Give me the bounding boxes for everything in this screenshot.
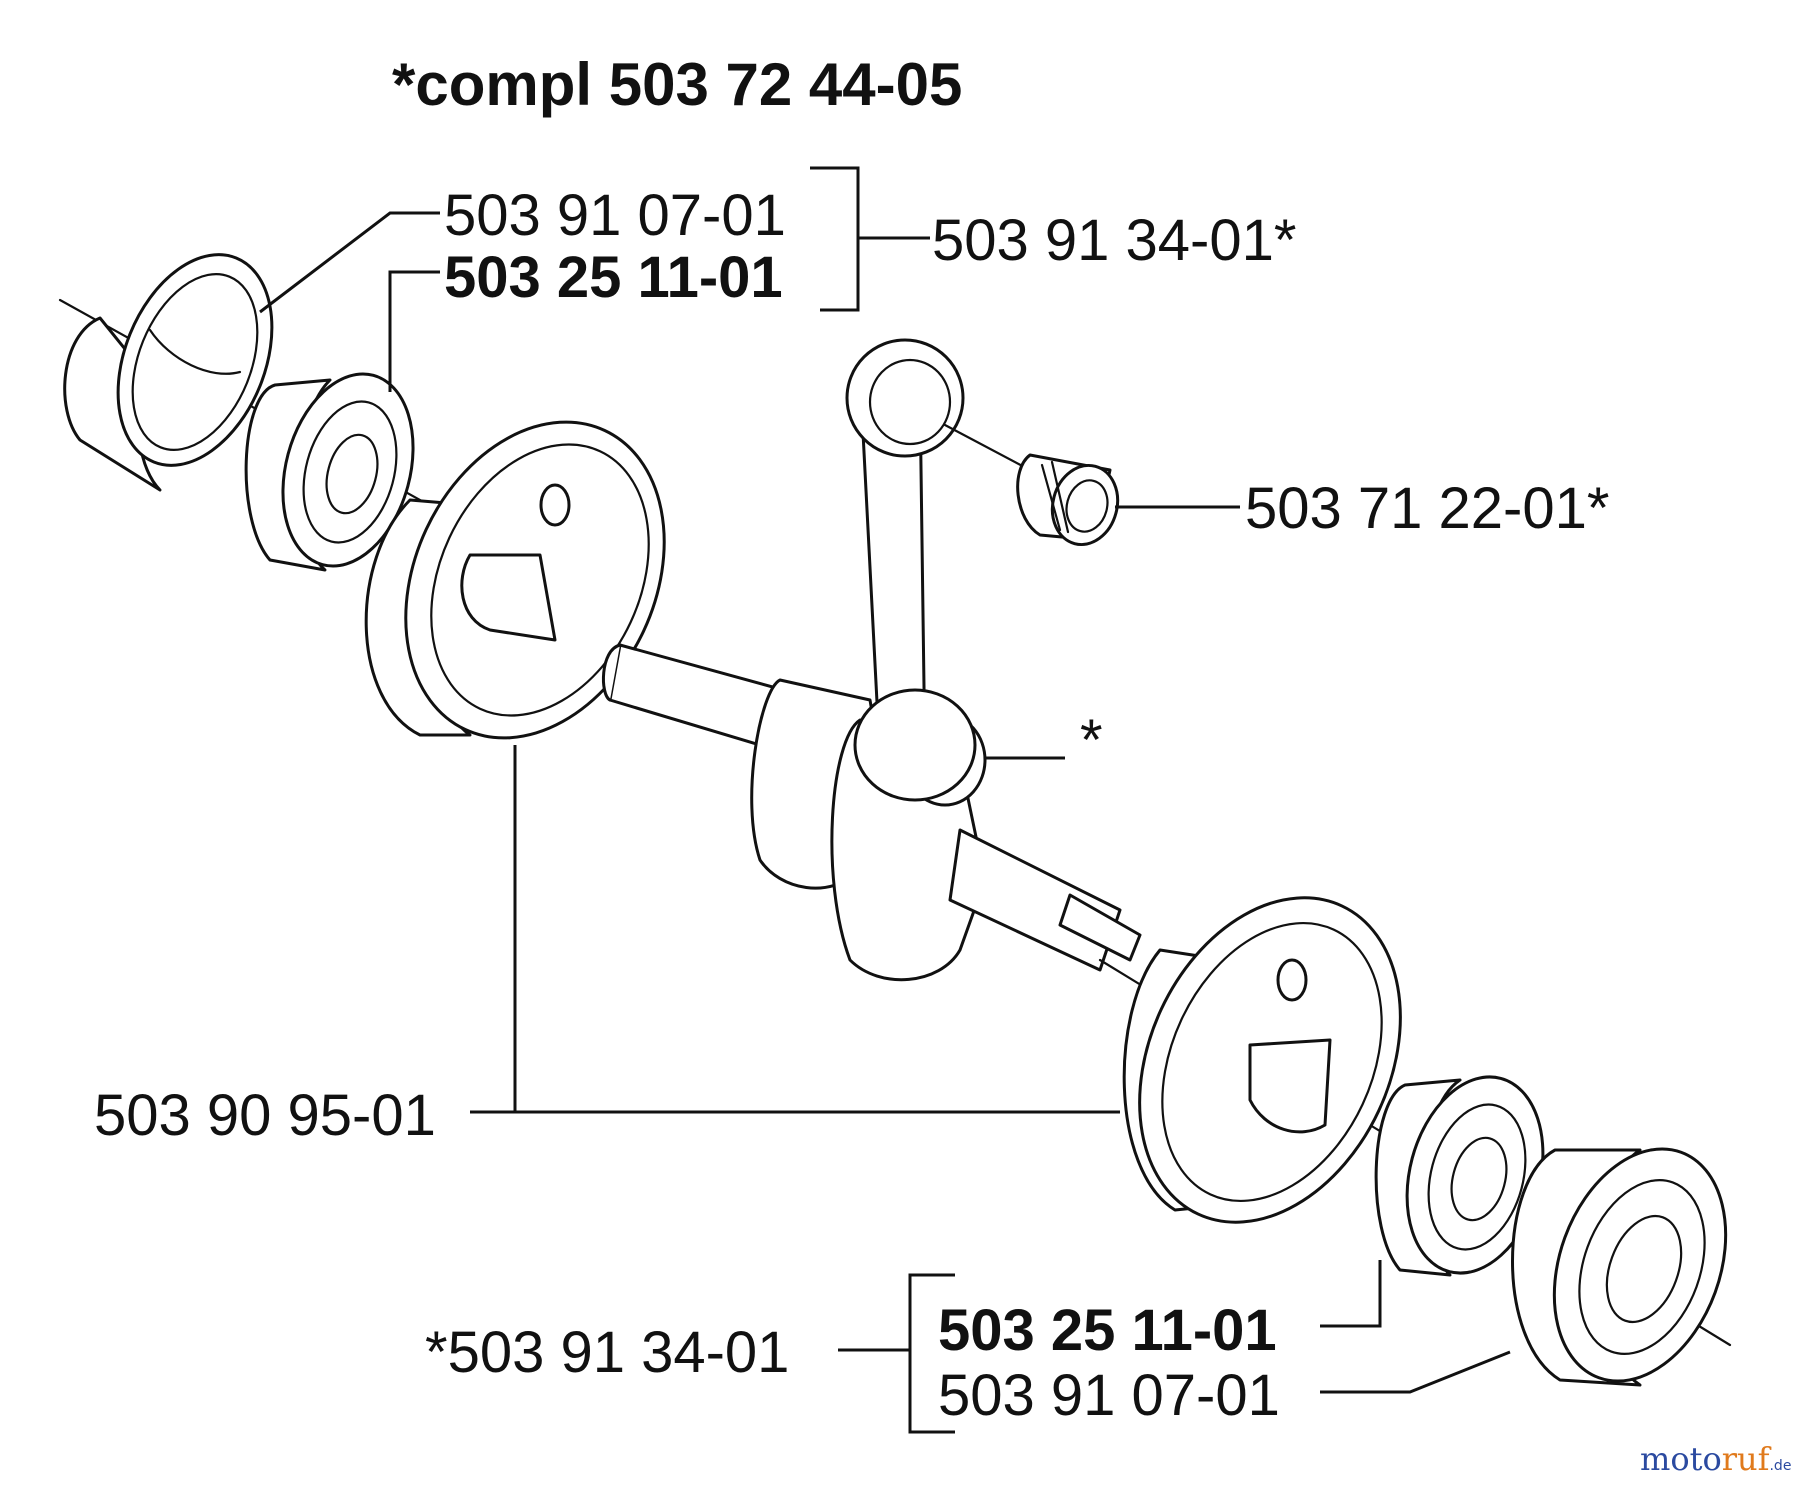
label-crank-halves: 503 90 95-01 bbox=[94, 1083, 436, 1148]
label-bearing-bottom: 503 91 07-01 bbox=[938, 1363, 1280, 1428]
crank-half-right bbox=[1122, 896, 1402, 1224]
needle-bearing bbox=[1016, 453, 1120, 547]
crank-half-left bbox=[364, 420, 666, 740]
bearing-left-outer bbox=[63, 253, 274, 492]
label-seal-bottom: 503 25 11-01 bbox=[938, 1298, 1277, 1363]
crankshaft bbox=[601, 643, 1142, 982]
connecting-rod bbox=[845, 338, 977, 802]
seal-right bbox=[1374, 1075, 1545, 1277]
watermark-logo: motoruf.de bbox=[1640, 1440, 1791, 1478]
label-needle-bearing: 503 71 22-01* bbox=[1245, 476, 1609, 541]
label-seal-top: 503 25 11-01 bbox=[444, 245, 783, 310]
label-kit-bottom: *503 91 34-01 bbox=[425, 1320, 789, 1385]
watermark-part2: ruf bbox=[1722, 1440, 1772, 1478]
seal-left bbox=[244, 372, 415, 572]
assembly-title: *compl 503 72 44-05 bbox=[392, 51, 962, 118]
label-crankshaft: * bbox=[1080, 708, 1103, 773]
bearing-right-outer bbox=[1511, 1147, 1728, 1387]
label-kit-top: 503 91 34-01* bbox=[932, 208, 1296, 273]
axis-line-needle bbox=[943, 423, 1032, 472]
watermark-part1: moto bbox=[1640, 1440, 1722, 1478]
leaders-bottom bbox=[470, 745, 1511, 1434]
watermark-suffix: .de bbox=[1769, 1458, 1791, 1474]
label-bearing-top: 503 91 07-01 bbox=[444, 183, 786, 248]
leaders-top bbox=[259, 166, 1240, 760]
svg-text:motoruf.de: motoruf.de bbox=[1640, 1440, 1791, 1478]
